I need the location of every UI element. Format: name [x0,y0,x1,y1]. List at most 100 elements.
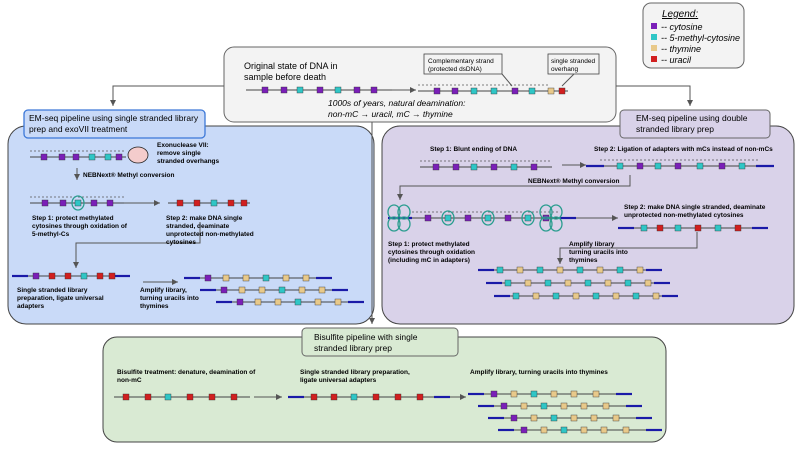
nucleotide-thymine [590,414,598,422]
oxidation-protect-ring [539,216,553,232]
emseq-double-amp-line1: Amplify library [569,241,615,248]
nucleotide-methyl-cytosine [350,393,358,401]
nucleotide-cytosine [464,214,472,222]
nucleotide-cytosine [41,199,49,207]
nucleotide-uracil [734,224,742,232]
legend-cytosine-swatch [651,23,657,29]
nucleotide-thymine [596,266,604,274]
emseq-double-panel [381,125,795,325]
nucleotide-thymine [547,87,555,95]
nucleotide-methyl-cytosine [654,162,662,170]
emseq-single-amp-line3: thymines [140,303,169,310]
nucleotide-methyl-cytosine [632,292,640,300]
nucleotide-methyl-cytosine [640,224,648,232]
exonuclease-label-line1: Exonuclease VII: [157,142,209,149]
nucleotide-uracil [122,393,130,401]
emseq-single-amp-line1: Amplify library, [140,287,187,294]
emseq-single-title-line1: EM-seq pipeline using single stranded li… [29,113,199,123]
complementary-strand-callout [423,53,503,75]
nucleotide-methyl-cytosine [616,266,624,274]
nucleotide-uracil [656,224,664,232]
nucleotide-thymine [636,266,644,274]
nucleotide-uracil [186,393,194,401]
nucleotide-methyl-cytosine [296,86,304,94]
oxidation-protect-ring [549,204,563,220]
nucleotide-cytosine [530,163,538,171]
oxidation-protect-ring [397,216,411,232]
nucleotide-thymine [238,286,246,294]
nucleotide-uracil [64,272,72,280]
nucleotide-thymine [604,279,612,287]
nucleotide-thymine [652,292,660,300]
nucleotide-cytosine [90,199,98,207]
nucleotide-cytosine [674,162,682,170]
legend-uracil-label: -- uracil [661,55,692,65]
nucleotide-cytosine [115,153,123,161]
emseq-double-amp-line2: turning uracils into [569,249,628,256]
nucleotide-thymine [302,274,310,282]
nucleotide-methyl-cytosine [510,163,518,171]
complementary-strand-line1: Complementary strand [428,58,494,65]
nucleotide-thymine [282,274,290,282]
nucleotide-methyl-cytosine [496,266,504,274]
nucleotide-thymine [560,402,568,410]
nucleotide-cytosine [32,272,40,280]
emseq-double-step2-line1: Step 2: make DNA single stranded, deamin… [624,204,766,211]
nucleotide-cytosine [204,274,212,282]
nucleotide-cytosine [510,414,518,422]
nucleotide-cytosine [490,163,498,171]
single-stranded-overhang-line1: single stranded [551,58,595,65]
complementary-strand-line2: (protected dsDNA) [428,66,482,73]
nucleotide-methyl-cytosine [444,214,452,222]
nucleotide-thymine [318,286,326,294]
nucleotide-cytosine [72,153,80,161]
nucleotide-cytosine [40,153,48,161]
bisulfite-title-line1: Bisulfite pipeline with single [314,332,418,342]
bisulfite-title-line2: stranded library prep [314,343,392,353]
nucleotide-cytosine [424,214,432,222]
oxidation-protect-ring [441,210,455,226]
nucleotide-methyl-cytosine [550,414,558,422]
emseq-single-lib-line1: Single stranded library [17,287,88,294]
nucleotide-methyl-cytosine [530,390,538,398]
nucleotide-methyl-cytosine [674,224,682,232]
nucleotide-uracil [310,393,318,401]
bisulfite-treatment-line2: non-mC [117,377,142,384]
nucleotide-methyl-cytosine [294,298,302,306]
nucleotide-thymine [622,426,630,434]
nucleotide-methyl-cytosine [696,162,704,170]
oxidation-protect-ring [387,204,401,220]
nucleotide-methyl-cytosine [544,279,552,287]
nucleotide-thymine [580,426,588,434]
oxidation-protect-ring [387,216,401,232]
nucleotide-methyl-cytosine [80,272,88,280]
nucleotide-thymine [570,414,578,422]
emseq-single-step2-line2: stranded, deaminate [166,223,230,230]
flow-connectors [73,73,698,400]
nucleotide-thymine [592,390,600,398]
emseq-single-step2-line1: Step 2: make DNA single [166,215,243,222]
nucleotide-thymine [572,292,580,300]
nucleotide-methyl-cytosine [334,86,342,94]
nucleotide-cytosine [500,402,508,410]
nucleotide-thymine [524,279,532,287]
nucleotide-thymine [532,292,540,300]
exonuclease-label-line2: remove single [157,150,201,157]
nucleotide-cytosine [261,86,269,94]
nucleotide-uracil [230,393,238,401]
legend-cytosine-label: -- cytosine [661,22,703,32]
nucleotide-thymine [314,298,322,306]
nucleotide-methyl-cytosine [540,402,548,410]
nucleotide-thymine [298,286,306,294]
nucleotide-uracil [96,272,104,280]
nucleotide-uracil [694,224,702,232]
emseq-double-step1-blunt: Step 1: Blunt ending of DNA [430,146,517,153]
nucleotide-thymine [612,292,620,300]
nucleotide-methyl-cytosine [552,292,560,300]
dna-strands-layer [12,84,774,434]
emseq-double-title-box [619,109,771,139]
bisulfite-lib-line1: Single stranded library preparation, [300,369,410,376]
nucleotide-methyl-cytosine [262,274,270,282]
nucleotide-thymine [600,426,608,434]
single-stranded-overhang-line2: overhang [551,66,578,73]
